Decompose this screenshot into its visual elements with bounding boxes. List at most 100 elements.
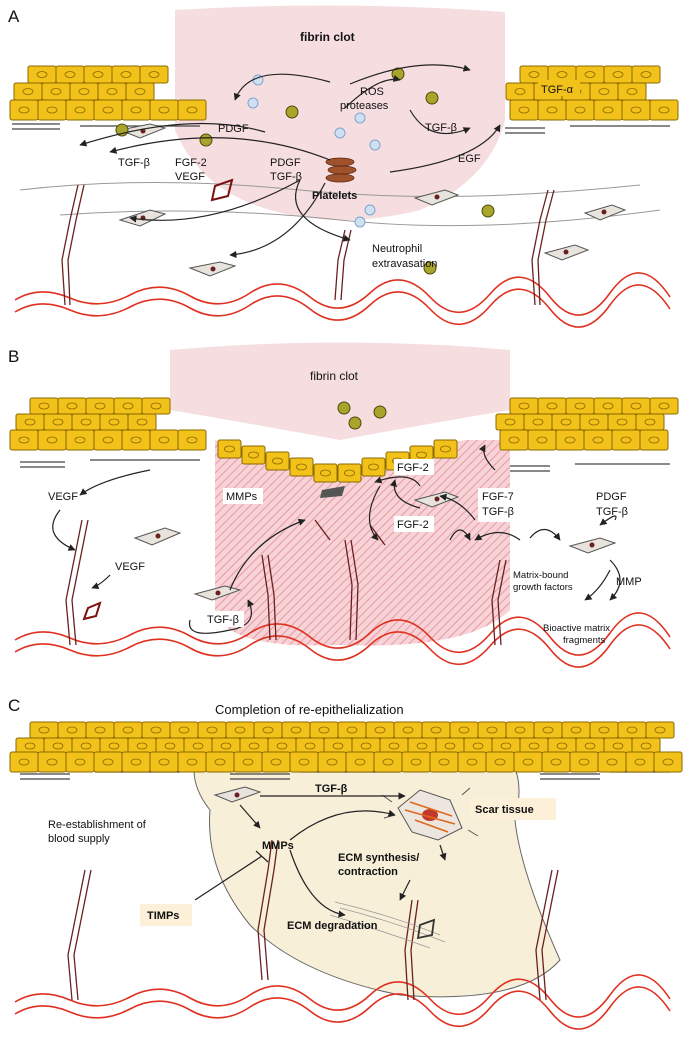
tgf-beta-bg-b3 [204, 611, 244, 627]
label-bioactive-2: fragments [563, 635, 605, 646]
cell-nucleus [634, 758, 646, 766]
cell-nucleus [598, 88, 610, 95]
cell-nucleus [542, 726, 554, 734]
cell-nucleus [662, 758, 674, 766]
keratinocyte-cell [121, 429, 151, 451]
keratinocyte-cell [139, 65, 169, 84]
blood-vessels-a [14, 272, 671, 328]
label-fgf2-b2: FGF-2 [397, 519, 429, 531]
cell-nucleus [574, 106, 586, 114]
keratinocyte-cell [93, 429, 123, 451]
keratinocyte-cell [141, 721, 171, 739]
keratinocyte-cell [43, 413, 73, 431]
label-ecm-synth-2: contraction [338, 866, 398, 878]
cell-nucleus [102, 436, 114, 444]
cell-nucleus [606, 758, 618, 766]
keratinocyte-cell [205, 751, 235, 773]
cell-nucleus [18, 436, 30, 444]
fibroblast-nuclei-a [140, 128, 607, 272]
cell-nucleus [556, 742, 568, 750]
keratinocyte-cell [611, 429, 641, 451]
cell-nucleus [186, 106, 198, 114]
keratinocyte-cell [607, 413, 637, 431]
keratinocyte-cell [37, 751, 67, 773]
macrophages-b [337, 401, 387, 430]
cell-nucleus [402, 726, 414, 734]
cell-nucleus [262, 726, 274, 734]
keratinocyte-cell [649, 397, 679, 415]
cell-nucleus [186, 436, 198, 444]
keratinocyte-cell [253, 721, 283, 739]
fibroblast-nuclei-b [155, 496, 595, 596]
cell-nucleus [546, 402, 558, 410]
cell-nucleus [270, 758, 282, 766]
cell-nucleus [494, 758, 506, 766]
keratinocyte-cell [97, 82, 127, 101]
keratinocyte-cell [561, 721, 591, 739]
label-tgf-beta-left: TGF-β [118, 157, 150, 169]
label-pdgf-b: PDGF [596, 491, 627, 503]
keratinocyte-cell [509, 397, 539, 415]
cell-nucleus [382, 758, 394, 766]
cell-nucleus [546, 106, 558, 114]
cell-nucleus [658, 106, 670, 114]
keratinocyte-cell [177, 99, 207, 121]
keratinocyte-cell [603, 65, 633, 84]
keratinocyte-cell [495, 413, 525, 431]
migrating-epidermis-b [217, 439, 458, 483]
keratinocyte-cell [625, 751, 655, 773]
keratinocyte-cell [477, 721, 507, 739]
keratinocyte-cell [537, 99, 567, 121]
label-platelets: Platelets [312, 190, 357, 202]
cell-nucleus [508, 436, 520, 444]
label-ecm-degradation: ECM degradation [287, 920, 378, 932]
cell-nucleus [410, 758, 422, 766]
label-pdgf-2: PDGF [270, 157, 301, 169]
keratinocyte-cell [345, 751, 375, 773]
keratinocyte-cell [313, 463, 338, 483]
cell-nucleus [136, 742, 148, 750]
keratinocyte-cell [337, 721, 367, 739]
cell-nucleus [46, 758, 58, 766]
cell-nucleus [206, 726, 218, 734]
cell-nucleus [602, 402, 614, 410]
keratinocyte-cell [9, 429, 39, 451]
label-fibrin-clot-b: fibrin clot [310, 369, 359, 383]
cell-nucleus [46, 436, 58, 444]
cell-nucleus [430, 726, 442, 734]
keratinocyte-cell [37, 429, 67, 451]
cell-nucleus [18, 106, 30, 114]
label-tgf-beta-b3: TGF-β [207, 614, 239, 626]
keratinocyte-cell [281, 721, 311, 739]
cell-nucleus [438, 758, 450, 766]
label-fgf2: FGF-2 [175, 157, 207, 169]
cell-nucleus [108, 418, 120, 426]
label-matrix-bound-2: growth factors [513, 582, 573, 593]
keratinocyte-cell [653, 751, 683, 773]
cell-nucleus [130, 758, 142, 766]
cell-nucleus [234, 726, 246, 734]
fgf2-bg-b2 [394, 516, 434, 532]
fibrin-clot-b [170, 342, 510, 440]
label-tgf-beta-b2: TGF-β [596, 506, 628, 518]
keratinocyte-cell [37, 99, 67, 121]
cell-nucleus [346, 726, 358, 734]
cell-nucleus [592, 436, 604, 444]
keratinocyte-cell [565, 99, 595, 121]
cell-nucleus [150, 726, 162, 734]
cell-nucleus [80, 418, 92, 426]
label-timps: TIMPs [147, 910, 179, 922]
keratinocyte-cell [121, 751, 151, 773]
keratinocyte-cell [15, 413, 45, 431]
label-neutrophil-1: Neutrophil [372, 243, 422, 255]
keratinocyte-cell [621, 397, 651, 415]
label-fibrin-clot-a: fibrin clot [300, 30, 355, 44]
keratinocyte-cell [149, 751, 179, 773]
cell-nucleus [102, 106, 114, 114]
cell-nucleus [466, 758, 478, 766]
cell-nucleus [354, 758, 366, 766]
epidermis-c [9, 721, 683, 773]
cell-nucleus [612, 742, 624, 750]
cell-nucleus [158, 106, 170, 114]
